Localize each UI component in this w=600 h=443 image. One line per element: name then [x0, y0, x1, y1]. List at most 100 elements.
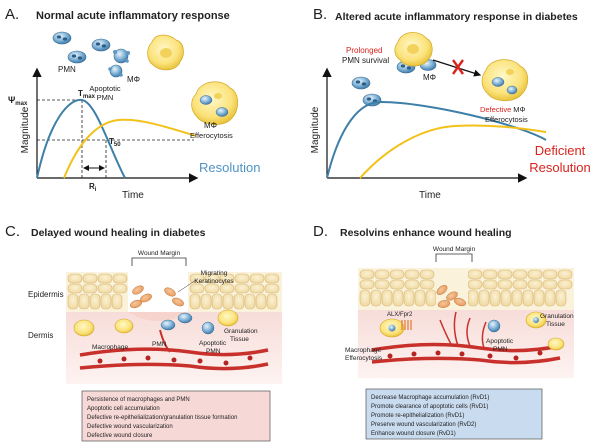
pmn-cell — [177, 312, 193, 324]
outcome-box — [81, 390, 271, 442]
deficient-resolution-label: Resolution — [529, 160, 590, 175]
mphi-curve — [359, 124, 547, 179]
granulation-label: Granulation — [540, 313, 574, 320]
macrophage-label: MΦ — [127, 75, 140, 84]
outcome-item: Promote clearance of apoptotic cells (Rv… — [371, 404, 488, 410]
pmn-cell — [351, 76, 371, 90]
efferocytosis-label: Efferocytosis — [345, 355, 383, 362]
apoptotic-pmn-label-line2: PMN — [493, 346, 508, 353]
outcome-item: Promote re-epithelialization (RvD1) — [371, 413, 464, 419]
macrophage-cell — [217, 309, 239, 327]
migrating-pointer — [177, 279, 197, 293]
psi-max-label: Ψmax — [8, 95, 28, 107]
blood-vessel — [79, 329, 269, 371]
alx-fpr2-receptor — [401, 320, 412, 330]
outcome-item: Apoptotic cell accumulation — [87, 406, 160, 412]
outcome-item: Decrease Macrophage accumulation (RvD1) — [371, 395, 489, 401]
mphi-curve — [63, 118, 197, 179]
wound-margin-bracket — [435, 253, 473, 262]
macrophage-cell — [114, 318, 134, 334]
t-50-label: T50 — [109, 137, 121, 148]
panel-d: D. Resolvins enhance wound healing Wound… — [313, 223, 574, 440]
macrophage-cell — [525, 311, 547, 329]
pmn-cell — [52, 31, 72, 45]
panel-b-letter: B. — [313, 6, 327, 23]
panel-d-letter: D. — [313, 223, 328, 240]
granulation-tissue-label: Tissue — [230, 336, 249, 343]
granulation-label: Granulation — [224, 328, 258, 335]
macrophage-cell — [394, 32, 433, 67]
granulation-tissue-label: Tissue — [546, 321, 565, 328]
pmn-survival-label: PMN survival — [342, 56, 389, 65]
migrating-keratinocytes — [129, 285, 184, 309]
outcome-item: Defective re-epithelialization/granulati… — [87, 415, 237, 421]
pmn-cell — [160, 319, 176, 331]
wound-margin-label: Wound Margin — [138, 250, 181, 257]
macrophage-cell — [147, 34, 184, 71]
panel-d-title: Resolvins enhance wound healing — [340, 227, 512, 239]
block-x-icon — [452, 59, 464, 75]
apoptotic-pmn-label-line1: Apoptotic — [486, 338, 514, 345]
panel-a-letter: A. — [5, 6, 19, 23]
apoptotic-pmn-cell — [113, 48, 130, 64]
panel-c-letter: C. — [5, 223, 20, 240]
panel-c: C. Delayed wound healing in diabetes — [5, 223, 282, 442]
apoptotic-pmn-label-line1: Apoptotic — [199, 340, 227, 347]
macrophage-defective-cell — [481, 59, 529, 102]
blood-vessel — [371, 311, 561, 365]
prolonged-label: Prolonged — [346, 46, 382, 55]
epidermis-layer — [358, 268, 574, 310]
pmn-curve — [326, 100, 547, 179]
panel-b-title: Altered acute inflammatory response in d… — [335, 11, 578, 23]
outcome-item: Defective wound closure — [87, 433, 153, 439]
receptor-label: ALX/Fpr2 — [387, 312, 413, 318]
panel-c-title: Delayed wound healing in diabetes — [31, 227, 206, 239]
wound-margin-bracket — [131, 257, 187, 266]
macrophage-label: Macrophage — [92, 344, 129, 351]
pmn-label: PMN — [58, 65, 76, 74]
outcome-item: Persistence of macrophages and PMN — [87, 397, 190, 403]
panel-a: A. Normal acute inflammatory response — [5, 6, 260, 201]
x-axis-label: Time — [419, 190, 441, 201]
macrophage-efferocytosis-cell — [191, 81, 239, 125]
deficient-label: Deficient — [535, 143, 586, 158]
epidermis-label: Epidermis — [28, 290, 64, 299]
pmn-curve — [36, 98, 126, 179]
apoptotic-pmn-cell — [487, 319, 501, 333]
resolution-label: Resolution — [199, 160, 260, 175]
panel-a-title: Normal acute inflammatory response — [36, 10, 230, 22]
outcome-item: Preserve wound vascularization (RvD2) — [371, 422, 476, 428]
pmn-label: PMN — [152, 341, 167, 348]
pmn-cell — [91, 38, 111, 52]
outcome-box — [365, 388, 543, 440]
ri-label: Ri — [89, 182, 97, 193]
y-axis-label: Magnitude — [20, 106, 31, 153]
t-max-label: Tmax — [78, 89, 96, 100]
panel-b: B. Altered acute inflammatory response i… — [310, 6, 591, 201]
outcome-item: Defective wound vascularization — [87, 424, 173, 430]
macrophage-label: Macrophage — [345, 347, 382, 354]
migrating-keratinocytes — [436, 285, 467, 308]
outcome-item: Enhance wound closure (RvD1) — [371, 431, 456, 437]
x-axis-label: Time — [122, 190, 144, 201]
apoptotic-pmn-label-line1: Apoptotic — [89, 84, 121, 93]
macrophage-cell — [547, 337, 565, 351]
keratinocytes-label: Keratinocytes — [194, 278, 234, 285]
apoptotic-pmn-cell — [201, 321, 215, 335]
mphi-efferocytosis-label: MΦ — [204, 121, 217, 130]
efferocytosis-label: Efferocytosis — [190, 131, 233, 140]
wound-margin-label: Wound Margin — [433, 246, 476, 253]
efferocytosis-label: Efferocytosis — [485, 115, 528, 124]
macrophage-efferocytosis-cell — [379, 318, 405, 338]
apoptotic-pmn-label-line2: PMN — [206, 348, 221, 355]
pmn-cell — [67, 50, 87, 64]
migrating-label: Migrating — [201, 270, 228, 277]
apoptotic-pmn-label-line2: PMN — [97, 93, 114, 102]
dermis-label: Dermis — [28, 331, 53, 340]
apoptotic-pmn-cell — [108, 64, 123, 78]
macrophage-label: MΦ — [423, 73, 436, 82]
y-axis-label: Magnitude — [310, 106, 321, 153]
macrophage-cell — [73, 319, 95, 337]
